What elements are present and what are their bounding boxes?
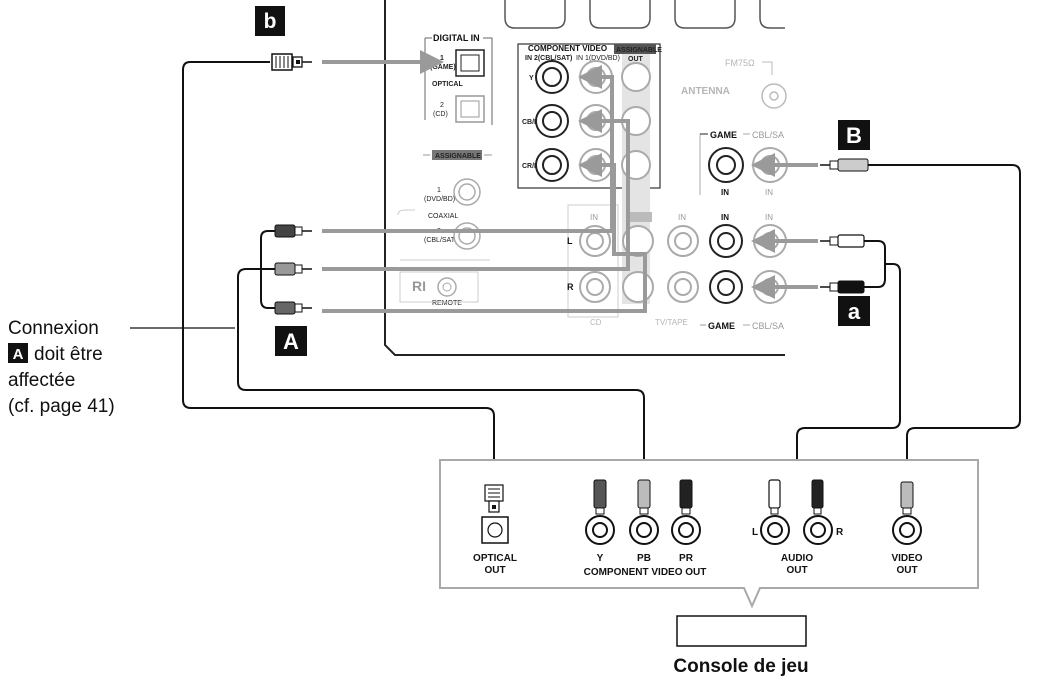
optical-in1-number: 1 [440,55,444,62]
optical-jack-1 [455,49,485,77]
cd-in-label: IN [590,213,598,222]
component-y-label: Y [529,75,534,82]
component-cable-main [237,268,645,470]
badge-b-lower: b [255,6,285,36]
console-component-label: COMPONENT VIDEO OUT [584,567,707,578]
optical-plug [271,53,312,71]
assignable-label: ASSIGNABLE [435,153,481,160]
coaxial-label: COAXIAL [428,213,458,220]
cables [130,61,1021,485]
game-audio-label: GAME [708,321,735,331]
note-line-3: affectée [8,370,75,391]
console-audio-label-1: AUDIO [781,553,813,564]
digital-in-label: DIGITAL IN [433,33,480,43]
tv-in-label: IN [678,213,686,222]
optical-in2-number: 2 [440,102,444,109]
signal-arrows [322,50,818,313]
arrow-component-y [322,65,614,233]
console-audio-r: R [836,527,844,538]
cbl-sa-audio-label: CBL/SA [752,321,784,331]
cbl-sa-video-label: CBL/SA [752,130,784,140]
remote-label: REMOTE [432,300,462,307]
component-in2-label: IN 2(CBL/SAT) [525,55,572,62]
note-badge-text: A [13,346,24,363]
ri-label: RI [412,278,426,294]
fm-label: FM75Ω [725,58,755,68]
rca-plug-video [820,158,869,172]
badge-a-lower-text: a [848,299,861,324]
note-line-2: doit être [34,344,103,365]
rca-plug-audio-r [820,280,865,294]
console-optical-out: OPTICAL OUT [473,484,517,576]
component-in1-label: IN 1(DVD/BD) [576,55,620,62]
cbl-audio-in-label: IN [765,213,773,222]
antenna-label: ANTENNA [681,86,730,97]
rca-plug-pb [274,262,312,276]
console-device: Console de jeu [673,615,809,677]
audio-cable-main [796,263,901,470]
console-audio-label-2: OUT [786,565,807,576]
audio-l-label: L [567,236,573,246]
optical-jack-2 [455,95,485,123]
arrow-component-pb [322,109,630,271]
console-video-out: VIDEO OUT [891,481,923,576]
rca-plug-pr [274,301,312,315]
rca-plug-y [274,224,312,238]
console-optical-label-2: OUT [484,565,505,576]
component-assignable-label: ASSIGNABLE [616,47,662,54]
cbl-video-in-label: IN [765,188,773,197]
note-line-1: Connexion [8,318,99,339]
cd-label: CD [590,318,602,327]
badge-b-lower-text: b [264,10,277,33]
console-panel-outline [439,459,979,609]
badge-a-lower: a [838,296,870,326]
optical-in2-name: (CD) [433,111,448,118]
coax2-name: (CBL/SAT) [424,237,457,244]
digital-in-section: DIGITAL IN 1 (GAME) OPTICAL 2 (CD) ASSIG… [397,33,493,307]
optical-label: OPTICAL [432,81,463,88]
top-connectors [504,0,785,29]
coax1-number: 1 [437,187,441,194]
console-optical-label-1: OPTICAL [473,553,517,564]
video-cable [868,164,1021,482]
arrow-component-pr [322,153,647,313]
receiver-back-panel: DIGITAL IN 1 (GAME) OPTICAL 2 (CD) ASSIG… [384,0,788,356]
component-video-label: COMPONENT VIDEO [528,44,607,53]
component-video-section: COMPONENT VIDEO ASSIGNABLE IN 2(CBL/SAT)… [517,43,662,304]
coax1-name: (DVD/BD) [424,196,455,203]
plugs [271,53,869,315]
antenna-section: FM75Ω ANTENNA [681,58,787,109]
audio-cable [864,240,886,288]
console-component-out: Y PB PR COMPONENT VIDEO OUT [584,479,707,578]
audio-r-label: R [567,282,574,292]
console-y-label: Y [597,553,604,564]
optical-in1-name: (GAME) [430,64,456,71]
badge-a-upper-text: A [283,329,299,354]
console-pr-label: PR [679,553,694,564]
console-panel: OPTICAL OUT Y PB PR COMPONENT VIDEO OUT [439,459,979,609]
game-video-label: GAME [710,130,737,140]
game-audio-in-label: IN [721,213,729,222]
console-pb-label: PB [637,553,651,564]
console-audio-out: L R AUDIO OUT [752,479,844,576]
tv-tape-label: TV/TAPE [655,318,688,327]
game-video-in-label: IN [721,188,729,197]
component-cb-label: CB/PB [522,119,544,126]
console-title: Console de jeu [673,656,808,677]
console-video-label-2: OUT [896,565,917,576]
badge-b-upper-text: B [846,123,862,148]
optical-cable [182,61,495,485]
component-cr-label: CR/PR [522,163,544,170]
assignment-note: Connexion A doit être affectée (cf. page… [8,318,115,417]
component-out-label: OUT [628,56,644,63]
badge-b-upper: B [838,120,870,150]
console-video-label-1: VIDEO [891,553,922,564]
console-device-box [676,615,807,647]
rca-plug-audio-l [820,234,865,248]
console-audio-l: L [752,527,758,538]
badge-a-upper: A [275,326,307,356]
note-line-4: (cf. page 41) [8,396,115,417]
